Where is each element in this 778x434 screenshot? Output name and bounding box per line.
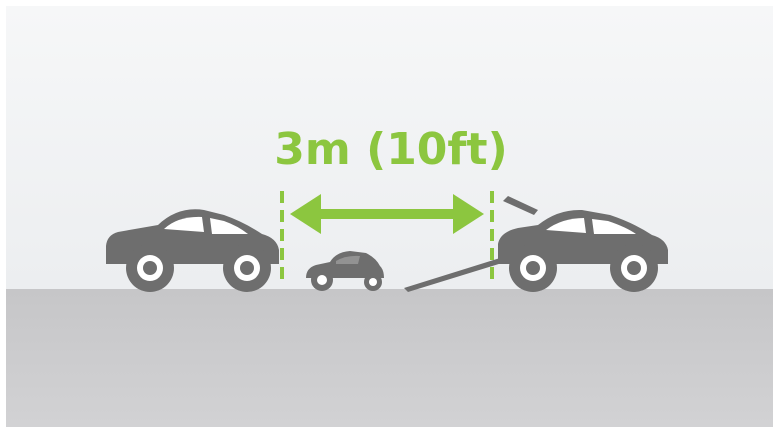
- ground: [6, 289, 773, 427]
- diagram-scene: 3m (10ft): [6, 6, 773, 427]
- distance-label: 3m (10ft): [274, 124, 507, 175]
- diagram-canvas: 3m (10ft): [6, 6, 773, 427]
